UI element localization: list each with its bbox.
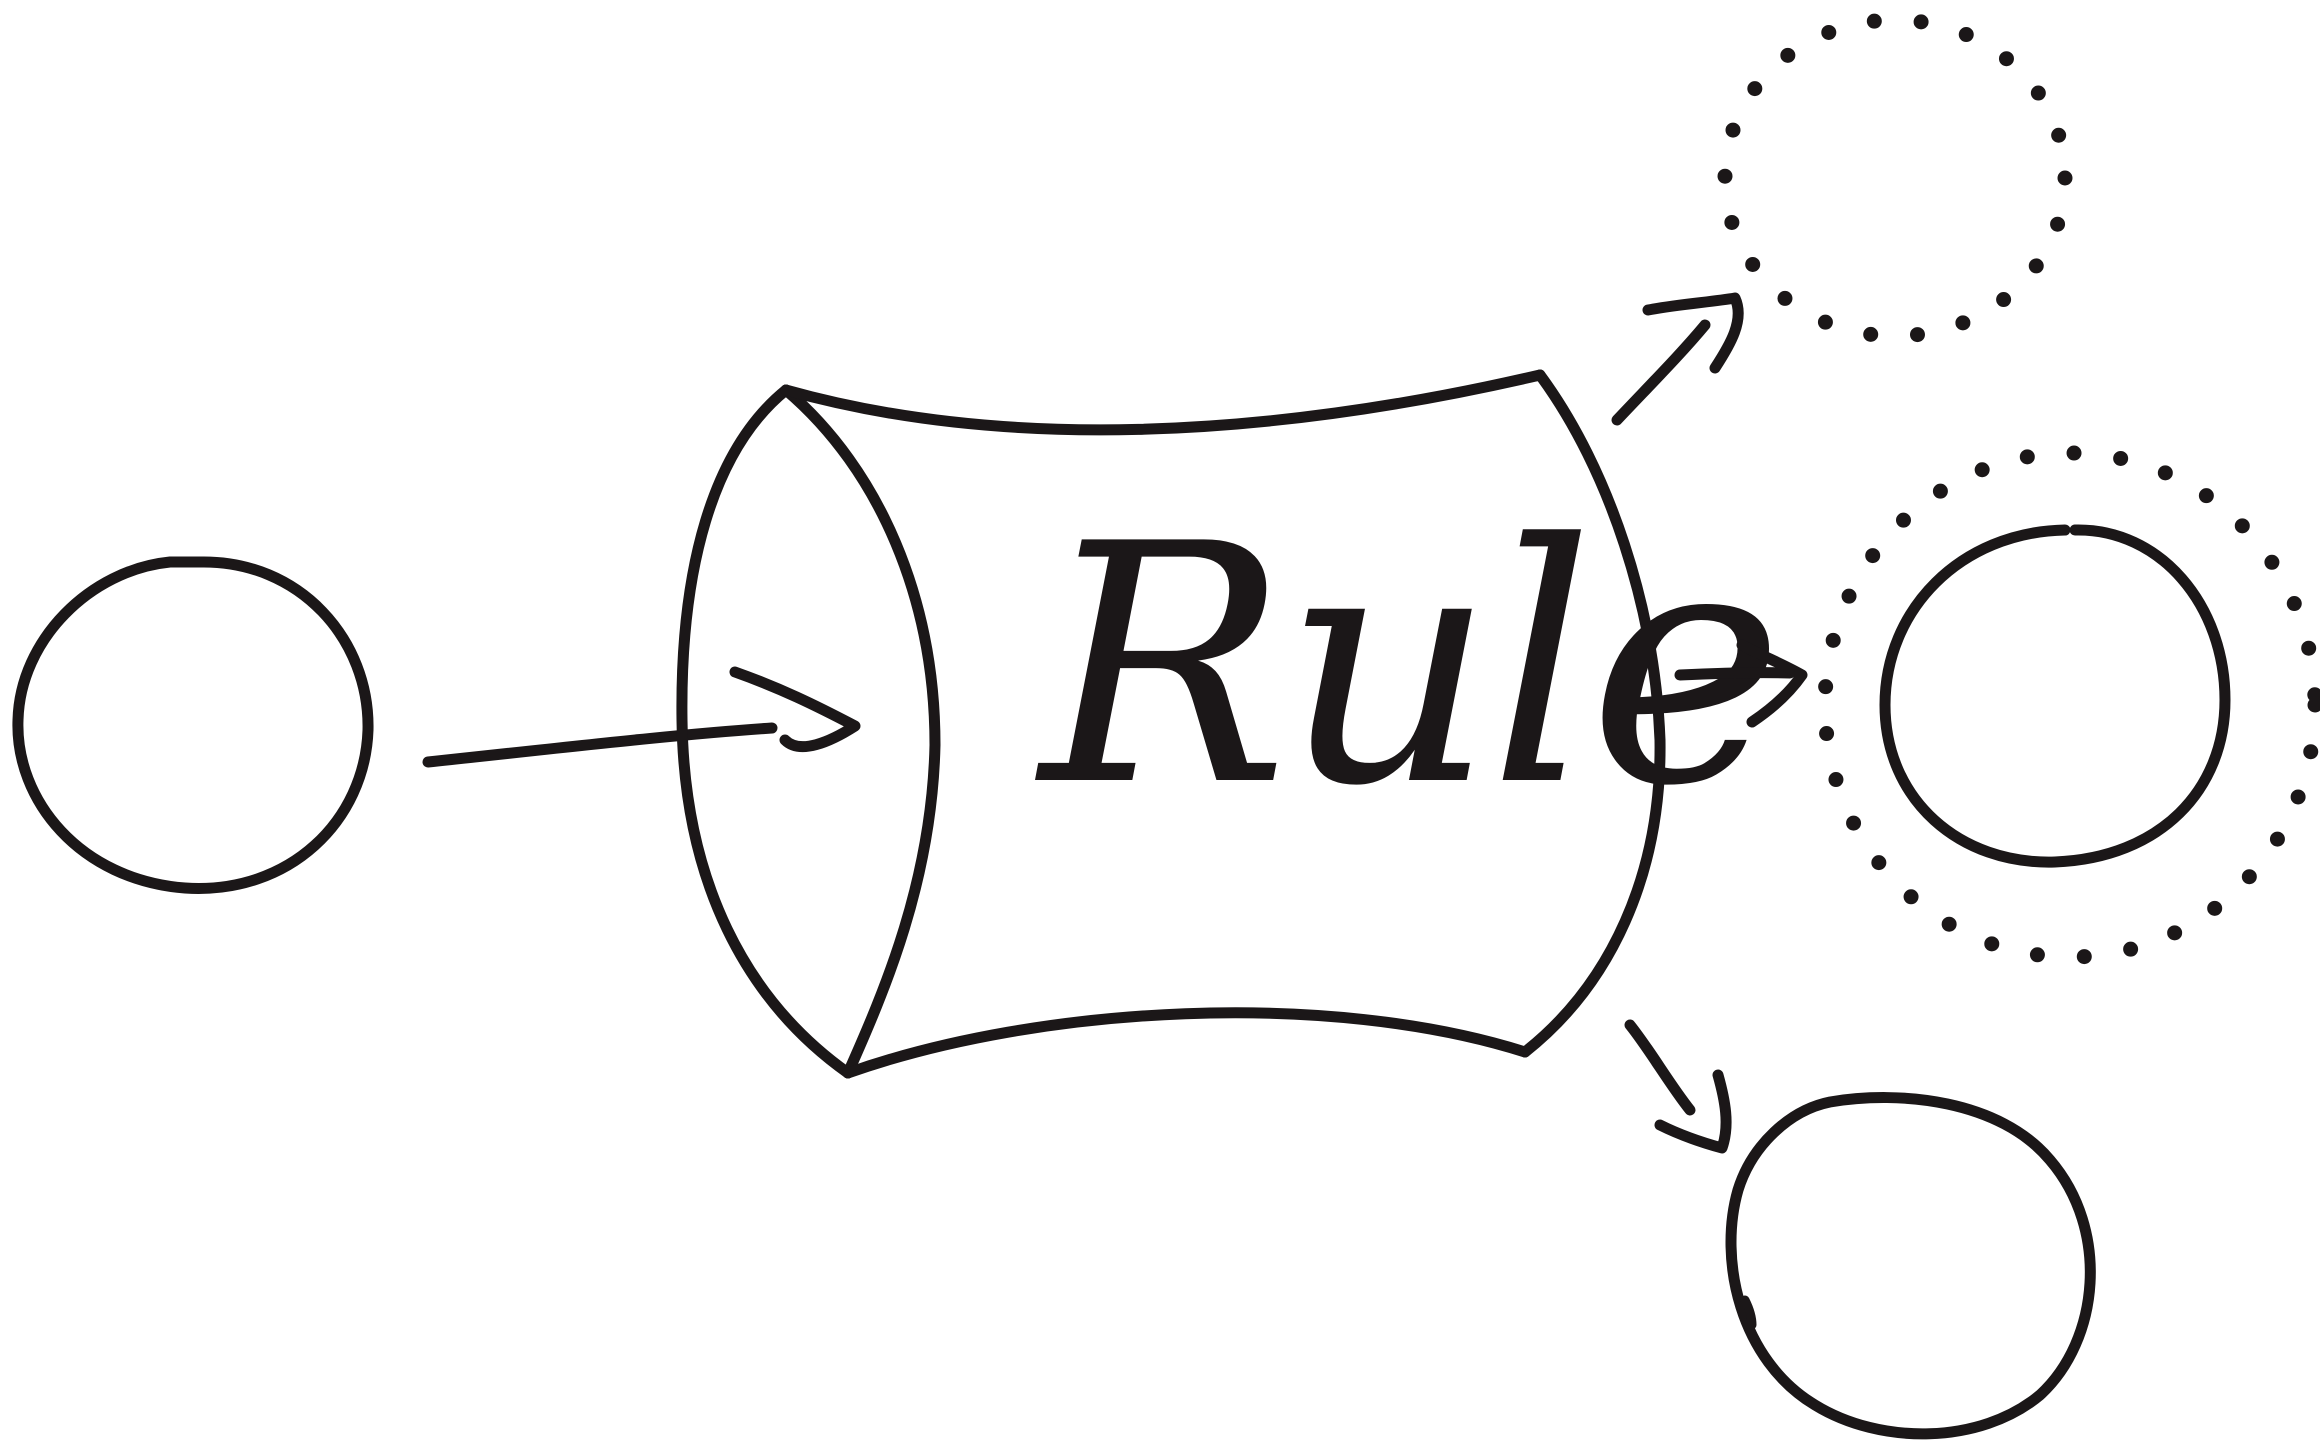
output-arrow-middle [1674, 639, 1808, 728]
output-node-bottom-circle-tail [1740, 1295, 1757, 1330]
input-arrow-shaft [422, 722, 778, 768]
output-arrow-bottom-shaft [1624, 1019, 1696, 1116]
output-node-top-dotted-circle [1717, 12, 2073, 344]
output-node-middle [1817, 445, 2320, 965]
output-node-middle-dotted-ring [1817, 445, 2320, 965]
rule-cylinder-top-edge [780, 369, 1546, 436]
rule-cylinder-right-side [1519, 369, 1666, 1058]
rule-cylinder-front-face [780, 384, 941, 1079]
output-arrow-middle-head [1736, 639, 1808, 728]
input-arrow-head [729, 666, 861, 753]
output-arrow-top [1611, 292, 1744, 426]
output-node-middle-inner-circle [1879, 524, 2231, 868]
rule-cylinder-bottom-edge [842, 1007, 1531, 1079]
rule-cylinder [676, 369, 1666, 1079]
output-node-bottom-circle [1725, 1092, 2096, 1440]
rule-cylinder-left-cap [676, 384, 854, 1079]
output-arrow-middle-shaft [1674, 667, 1796, 681]
output-arrow-top-shaft [1611, 319, 1711, 426]
output-arrow-bottom [1624, 1019, 1732, 1154]
output-arrow-bottom-head [1654, 1069, 1732, 1154]
output-arrow-top-head [1642, 292, 1744, 374]
rule-label: Rule [1035, 474, 1778, 858]
input-arrow [422, 666, 861, 768]
input-node-circle [12, 556, 374, 894]
